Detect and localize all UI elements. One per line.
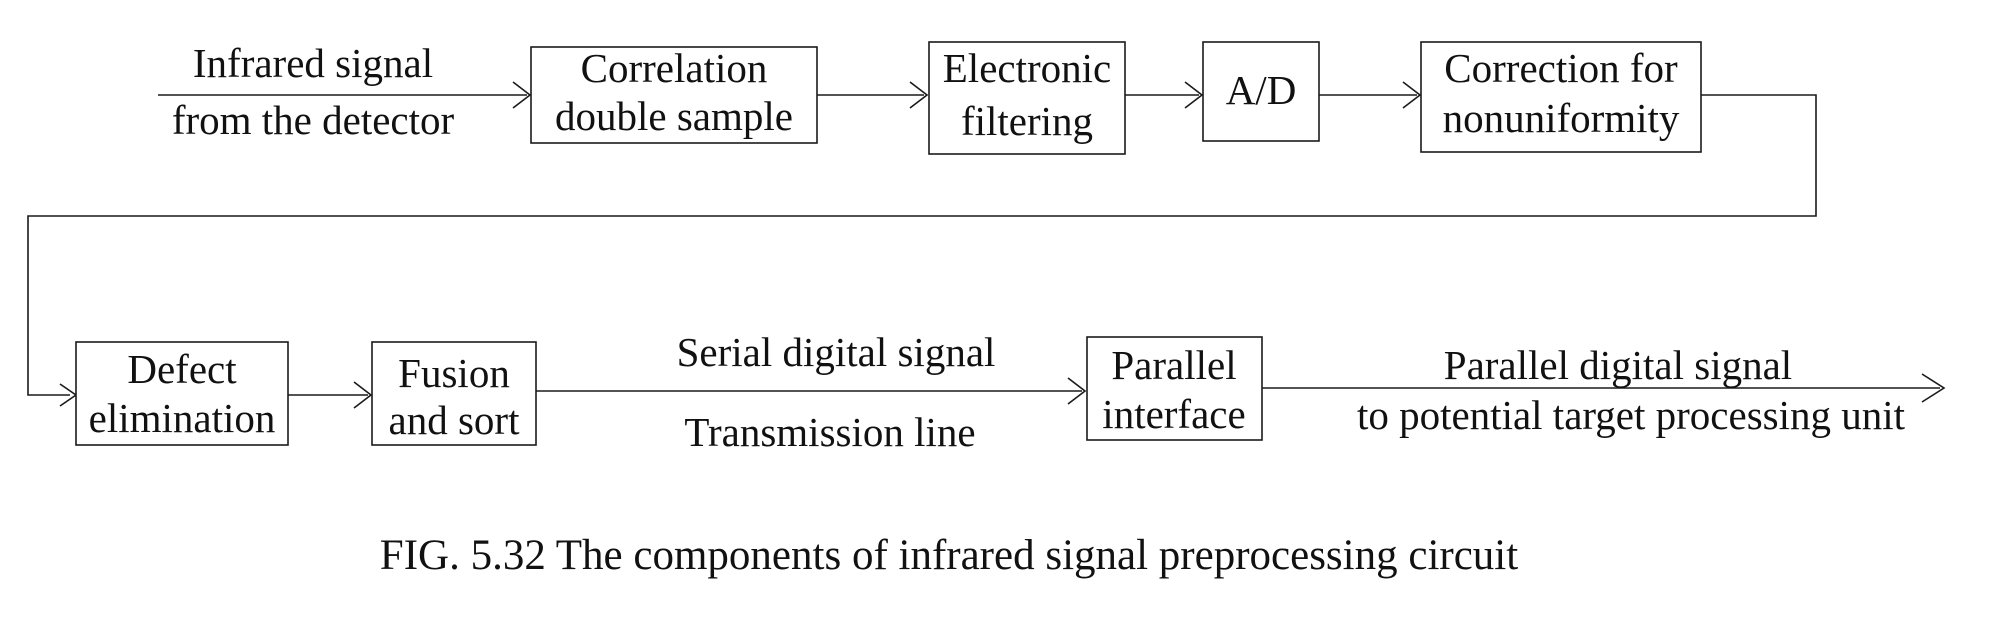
- block-filtering-line1: Electronic: [943, 45, 1111, 91]
- block-fusion-and-sort: Fusion and sort: [371, 341, 537, 446]
- transmission-line-arrow: [536, 377, 1087, 405]
- arrow-adc-to-correction: [1319, 81, 1422, 109]
- transmission-label-above: Serial digital signal: [677, 329, 996, 375]
- block-defect-line2: elimination: [89, 395, 276, 441]
- arrow-defect-to-fusion: [288, 381, 373, 409]
- block-electronic-filtering: Electronic filtering: [928, 41, 1126, 155]
- input-label-line1: Infrared signal: [193, 40, 433, 86]
- transmission-label-below: Transmission line: [684, 409, 975, 455]
- block-parallel-line2: interface: [1102, 391, 1245, 437]
- block-correction-line2: nonuniformity: [1443, 95, 1680, 141]
- block-correction-line1: Correction for: [1444, 45, 1678, 91]
- block-parallel-interface: Parallel interface: [1086, 336, 1263, 441]
- input-label-line2: from the detector: [172, 97, 455, 143]
- block-adc-label: A/D: [1226, 67, 1297, 113]
- arrow-filtering-to-adc: [1125, 81, 1204, 109]
- block-correction-for-nonuniformity: Correction for nonuniformity: [1420, 41, 1702, 153]
- arrow-correlation-to-filtering: [817, 81, 929, 109]
- block-fusion-line2: and sort: [389, 397, 521, 443]
- block-parallel-line1: Parallel: [1111, 342, 1236, 388]
- block-fusion-line1: Fusion: [398, 350, 510, 396]
- block-correlation-double-sample: Correlation double sample: [530, 45, 818, 144]
- output-arrow: [1262, 373, 1946, 403]
- block-correlation-line1: Correlation: [581, 45, 768, 91]
- block-correlation-line2: double sample: [555, 93, 793, 139]
- block-defect-elimination: Defect elimination: [75, 341, 289, 446]
- output-label-line1: Parallel digital signal: [1444, 342, 1792, 388]
- block-filtering-line2: filtering: [961, 98, 1093, 144]
- output-label-line2: to potential target processing unit: [1357, 392, 1906, 438]
- block-a-d-converter: A/D: [1202, 41, 1320, 142]
- block-defect-line1: Defect: [127, 346, 237, 392]
- input-arrow: [158, 81, 532, 109]
- figure-caption: FIG. 5.32 The components of infrared sig…: [380, 532, 1518, 579]
